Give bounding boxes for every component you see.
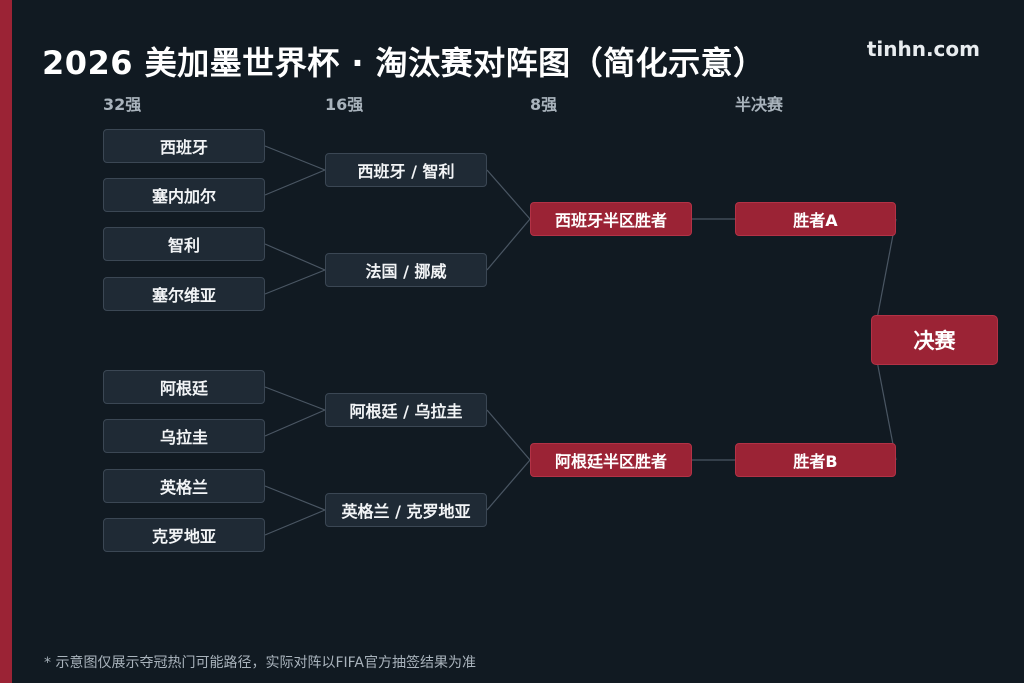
connector-line [264, 409, 326, 437]
brand-site: tinhn.com [866, 37, 980, 61]
match-box: 法国 / 挪威 [325, 253, 487, 287]
team-box: 塞内加尔 [103, 178, 265, 212]
connector-line [486, 218, 531, 271]
sf-winner-box: 胜者A [735, 202, 896, 236]
round-label-16: 16强 [325, 95, 364, 114]
round-label-32: 32强 [103, 95, 142, 114]
team-box: 英格兰 [103, 469, 265, 503]
connector-line [486, 169, 531, 220]
team-box: 塞尔维亚 [103, 277, 265, 311]
final-box: 决赛 [871, 315, 998, 365]
team-box: 阿根廷 [103, 370, 265, 404]
connector-line [264, 269, 326, 295]
accent-bar [0, 0, 12, 683]
page-title: 2026 美加墨世界杯 · 淘汰赛对阵图（简化示意） [42, 44, 766, 82]
connector-line [264, 169, 326, 196]
qf-winner-box: 西班牙半区胜者 [530, 202, 692, 236]
team-box: 西班牙 [103, 129, 265, 163]
match-box: 西班牙 / 智利 [325, 153, 487, 187]
team-box: 乌拉圭 [103, 419, 265, 453]
match-box: 英格兰 / 克罗地亚 [325, 493, 487, 527]
connector-line [264, 145, 326, 171]
match-box: 阿根廷 / 乌拉圭 [325, 393, 487, 427]
connector-line [486, 459, 531, 511]
team-box: 克罗地亚 [103, 518, 265, 552]
sf-winner-box: 胜者B [735, 443, 896, 477]
footnote: * 示意图仅展示夺冠热门可能路径，实际对阵以FIFA官方抽签结果为准 [44, 655, 476, 671]
connector-line [486, 409, 531, 461]
round-label-semi: 半决赛 [735, 95, 784, 114]
qf-winner-box: 阿根廷半区胜者 [530, 443, 692, 477]
team-box: 智利 [103, 227, 265, 261]
connector-line [264, 509, 326, 536]
round-label-8: 8强 [530, 95, 558, 114]
connector-line [264, 485, 326, 511]
connector-line [264, 386, 326, 411]
connector-line [264, 243, 326, 271]
